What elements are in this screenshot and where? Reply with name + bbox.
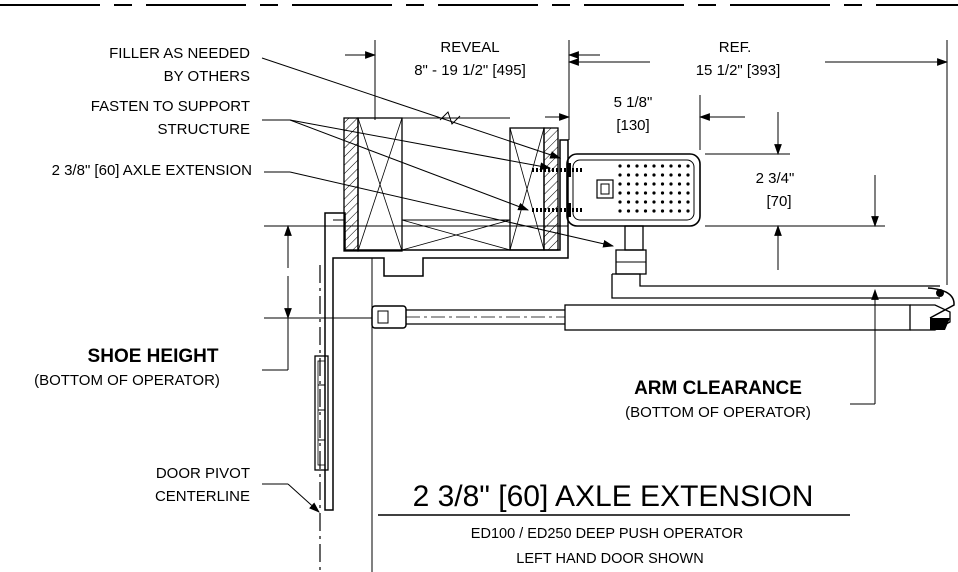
reveal-value: 8" - 19 1/2" [495] — [414, 62, 526, 79]
leader-lines — [261, 57, 615, 513]
operator-dot — [643, 209, 648, 213]
fastener-screws — [532, 163, 582, 217]
operator-dot — [635, 164, 639, 168]
operator-dot — [643, 173, 648, 177]
operator-dot — [677, 182, 682, 186]
operator-dot — [643, 182, 648, 186]
operator-dot — [677, 191, 682, 195]
operator-dot — [660, 200, 665, 204]
shoe-height-sublabel: (BOTTOM OF OPERATOR) — [34, 372, 220, 389]
arm-clearance-label: ARM CLEARANCE — [634, 378, 802, 399]
operator-dot — [618, 182, 622, 186]
fasten-label-line1: FASTEN TO SUPPORT — [91, 98, 250, 115]
dim-2-3-4-inches: 2 3/4" — [756, 170, 795, 187]
operator-dot — [652, 173, 656, 177]
operator-dot — [626, 191, 631, 195]
operator-dot — [669, 164, 673, 168]
operator-dot — [635, 191, 639, 195]
shoe-height-label: SHOE HEIGHT — [88, 346, 219, 367]
axle-extension — [611, 225, 955, 319]
operator-dot — [618, 164, 622, 168]
operator-dot — [635, 182, 639, 186]
reveal-title: REVEAL — [440, 39, 499, 56]
operator-dot — [686, 182, 690, 186]
operator-dot — [686, 191, 690, 195]
filler-label-line2: BY OTHERS — [164, 68, 250, 85]
door-arm — [371, 304, 951, 331]
operator-dot — [635, 209, 639, 213]
operator-dot — [618, 209, 622, 213]
operator-dot — [635, 200, 639, 204]
operator-dot-grid — [618, 164, 690, 213]
operator-dot — [626, 173, 631, 177]
arm-clearance-sublabel: (BOTTOM OF OPERATOR) — [625, 404, 811, 421]
operator-dot — [686, 200, 690, 204]
operator-dot — [669, 191, 673, 195]
operator-dot — [643, 164, 648, 168]
operator-dot — [618, 173, 622, 177]
operator-dot — [677, 164, 682, 168]
ref-value: 15 1/2" [393] — [696, 62, 781, 79]
dim-5-1-8-mm: [130] — [616, 117, 649, 134]
operator-dot — [686, 173, 690, 177]
operator-dot — [660, 173, 665, 177]
operator-dot — [660, 209, 665, 213]
dimension-lines — [262, 40, 949, 405]
operator-dot — [686, 164, 690, 168]
operator-dot — [669, 209, 673, 213]
operator-dot — [669, 173, 673, 177]
operator-dot — [660, 191, 665, 195]
operator-dot — [677, 209, 682, 213]
operator-dot — [643, 191, 648, 195]
operator-dot — [652, 164, 656, 168]
dim-2-3-4-mm: [70] — [766, 193, 791, 210]
filler-label-line1: FILLER AS NEEDED — [109, 45, 250, 62]
operator-dot — [626, 182, 631, 186]
operator-dot — [669, 182, 673, 186]
operator-dot — [669, 200, 673, 204]
operator-dot — [677, 200, 682, 204]
operator-dot — [660, 164, 665, 168]
operator-dot — [618, 200, 622, 204]
operator-dot — [626, 200, 631, 204]
fasten-label-line2: STRUCTURE — [158, 121, 251, 138]
axle-callout-label: 2 3/8" [60] AXLE EXTENSION — [52, 162, 252, 179]
operator-dot — [635, 173, 639, 177]
filler — [401, 111, 511, 251]
drawing-subtitle-line1: ED100 / ED250 DEEP PUSH OPERATOR — [471, 526, 743, 542]
door-pivot-label-line1: DOOR PIVOT — [156, 465, 250, 482]
dim-5-1-8-inches: 5 1/8" — [614, 94, 653, 111]
operator-dot — [652, 200, 656, 204]
operator-dot — [652, 209, 656, 213]
operator-dot — [626, 164, 631, 168]
ref-title: REF. — [719, 39, 752, 56]
operator-dot — [626, 209, 631, 213]
operator-dot — [677, 173, 682, 177]
drawing-title: 2 3/8" [60] AXLE EXTENSION — [413, 480, 814, 513]
door-hinge — [314, 355, 329, 471]
operator-dot — [686, 209, 690, 213]
operator-dot — [643, 200, 648, 204]
operator-dot — [618, 191, 622, 195]
drawing-subtitle-line2: LEFT HAND DOOR SHOWN — [516, 551, 703, 567]
left-support-block — [343, 117, 403, 252]
door-pivot-label-line2: CENTERLINE — [155, 488, 250, 505]
operator-dot — [652, 182, 656, 186]
operator-dot — [660, 182, 665, 186]
operator-housing — [566, 153, 701, 227]
operator-dot — [652, 191, 656, 195]
